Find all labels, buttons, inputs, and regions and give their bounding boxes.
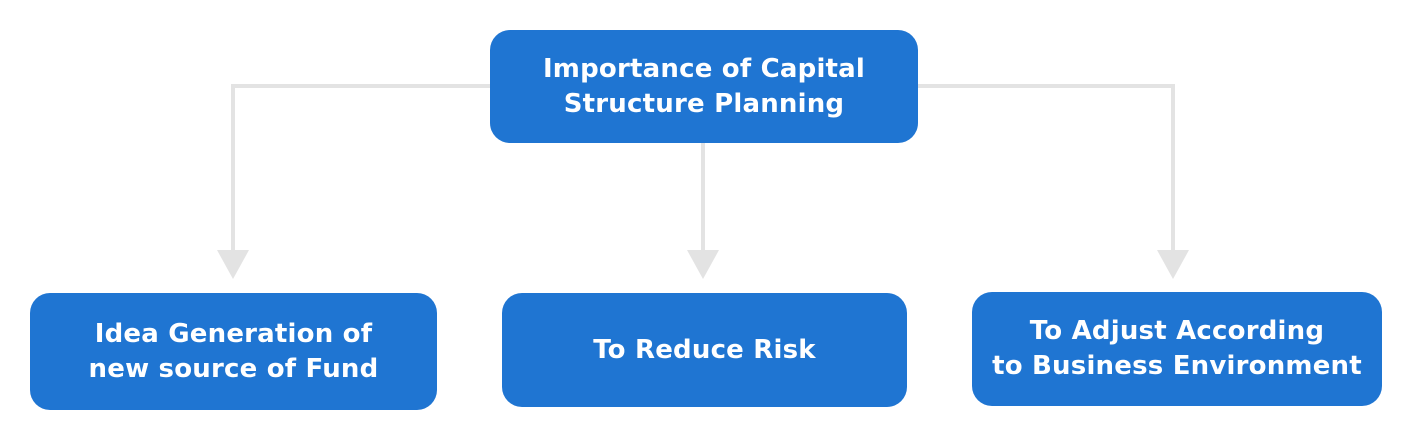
connector-middle [687, 143, 719, 279]
arrowhead-middle-icon [687, 250, 719, 279]
connector-right [918, 84, 1189, 279]
arrowhead-left-icon [217, 250, 249, 279]
node-label-line: To Reduce Risk [593, 334, 816, 365]
node-label-line: new source of Fund [88, 353, 379, 384]
node-label-line: Structure Planning [563, 88, 845, 119]
node-label-line: to Business Environment [992, 351, 1362, 381]
node-to-reduce-risk: To Reduce Risk [502, 293, 907, 407]
node-label-line: Idea Generation of [94, 318, 373, 349]
connector-left [217, 84, 490, 279]
node-label-line: Importance of Capital [542, 53, 866, 84]
node-to-adjust-according-to-business-environment: To Adjust According to Business Environm… [972, 292, 1382, 406]
node-importance-of-capital-structure-planning: Importance of Capital Structure Planning [490, 30, 918, 143]
node-label-line: To Adjust According [1029, 316, 1325, 347]
arrowhead-right-icon [1157, 250, 1189, 279]
node-idea-generation-of-new-source-of-fund: Idea Generation of new source of Fund [30, 293, 437, 410]
